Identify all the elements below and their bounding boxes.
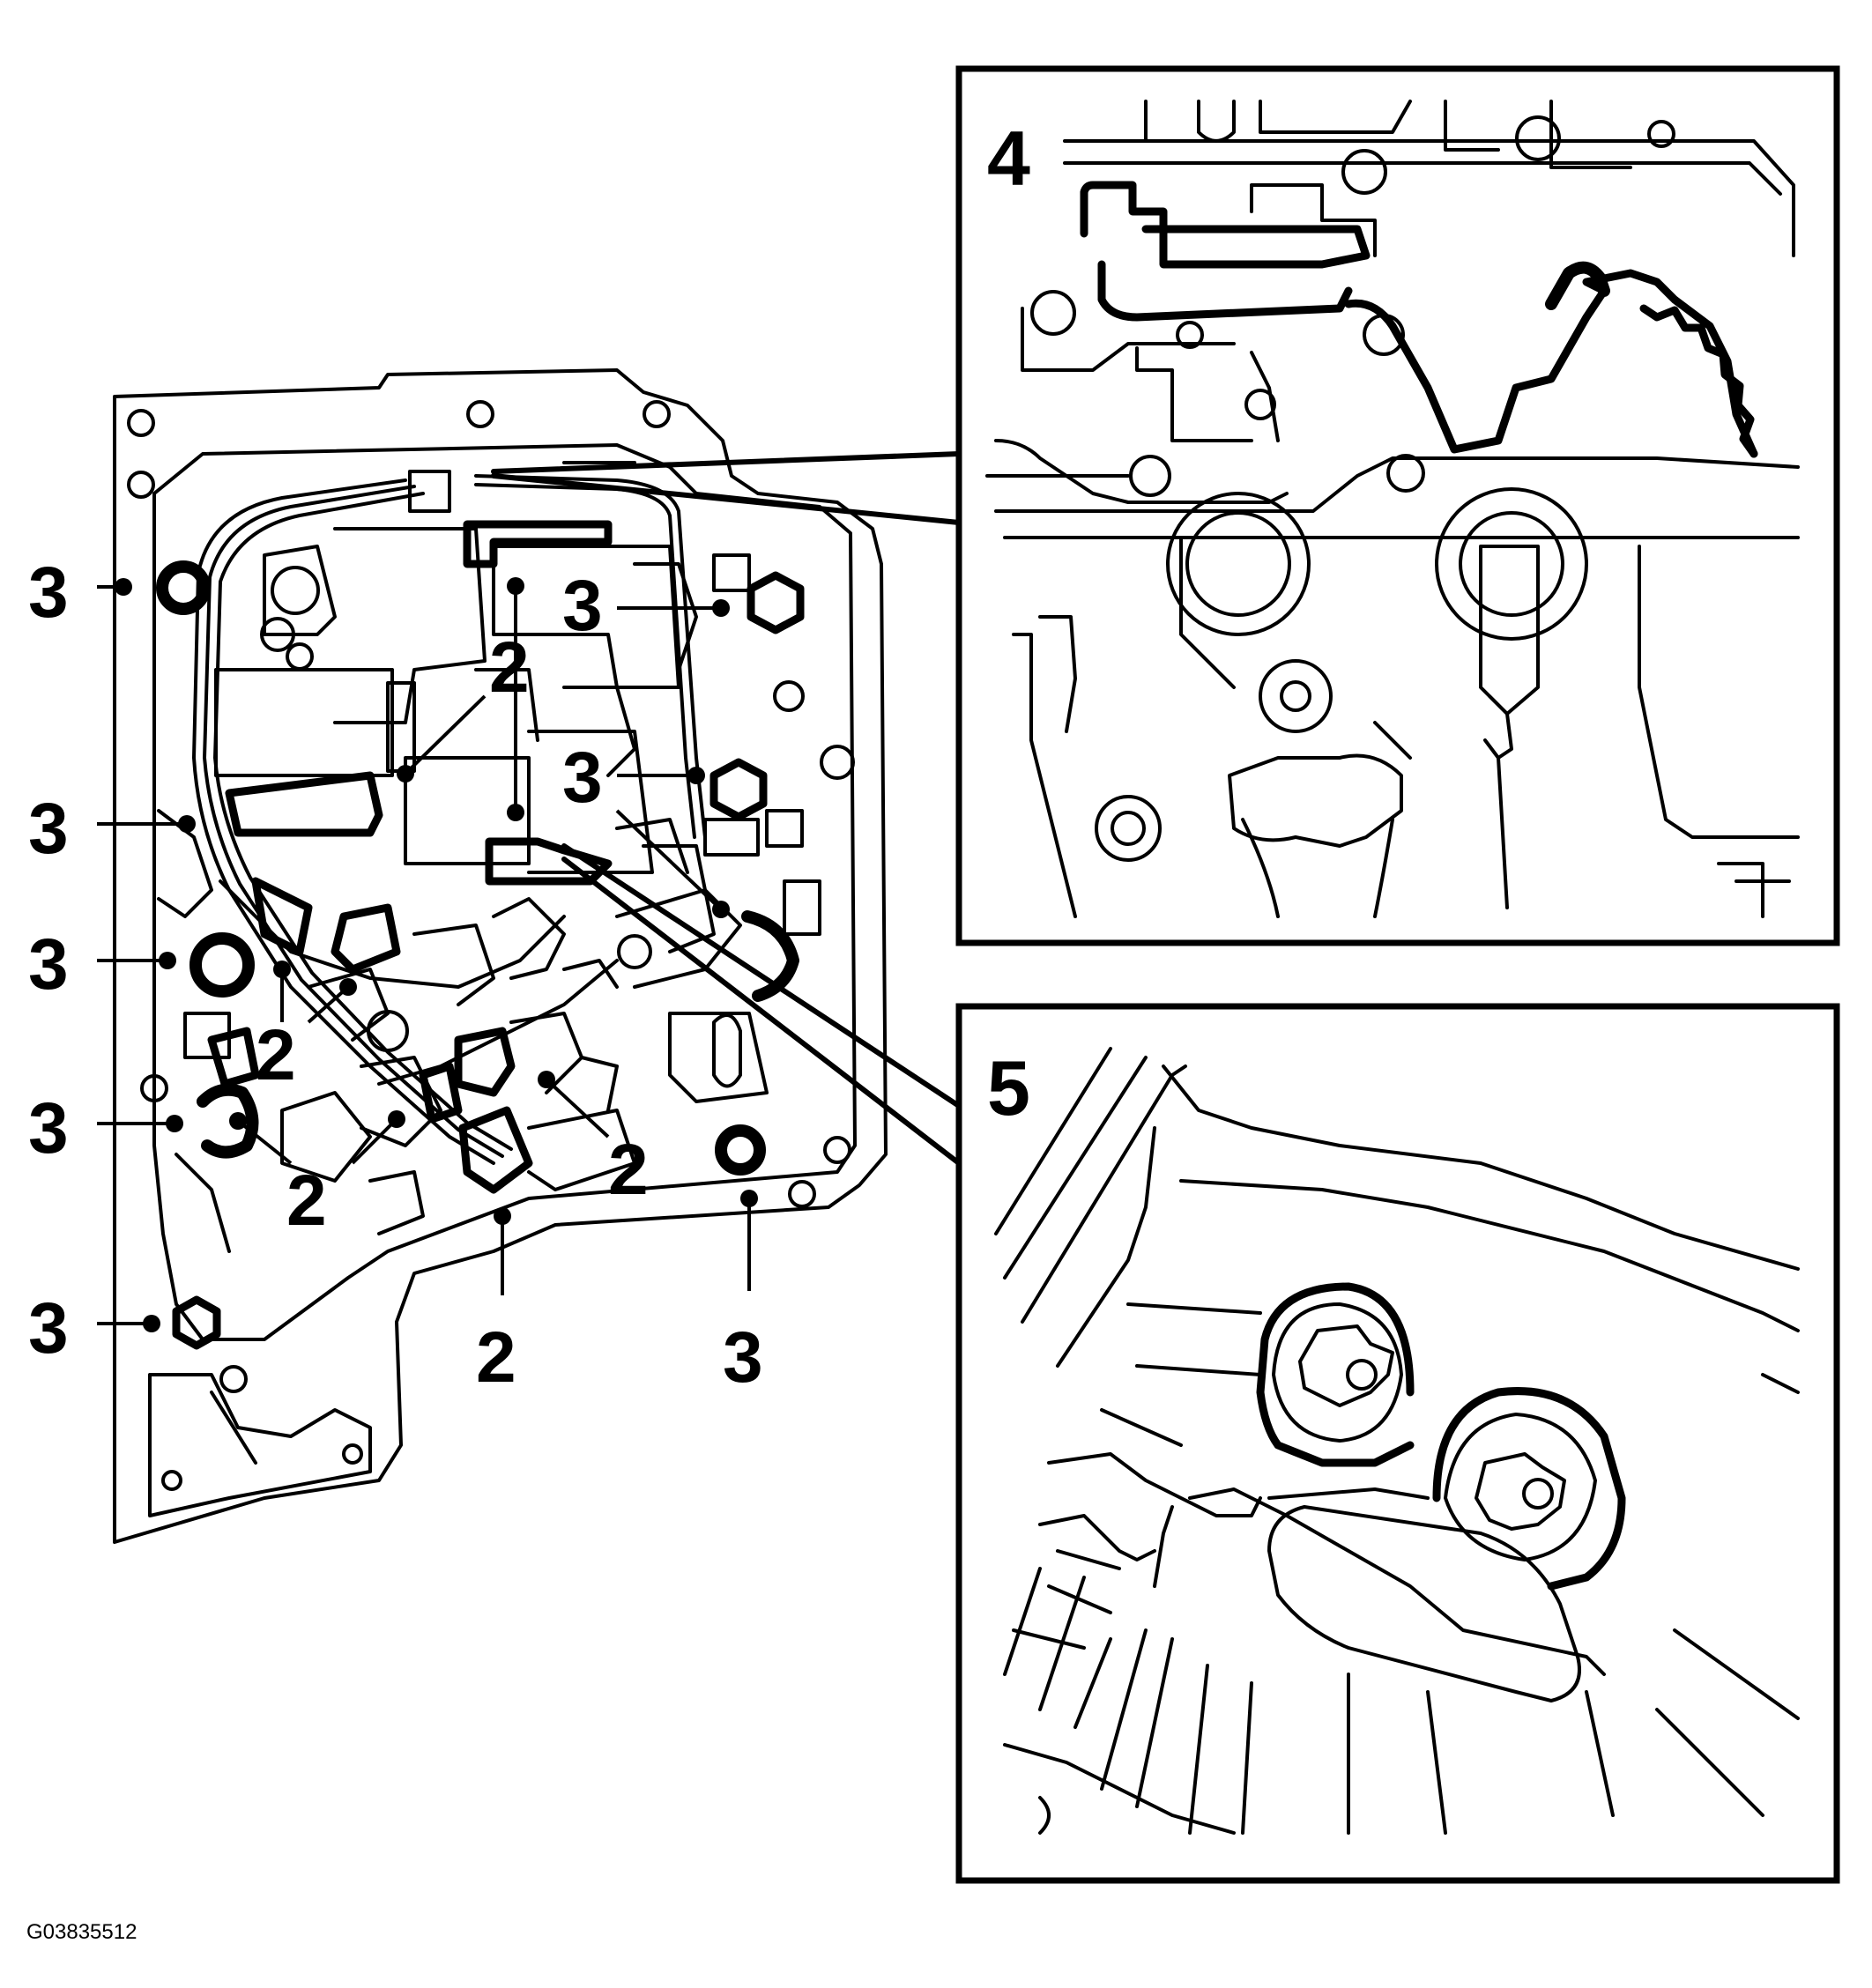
valve-body-main-view xyxy=(113,368,888,1544)
callout-leaders xyxy=(97,577,758,1332)
detail-4-label: 4 xyxy=(987,115,1030,202)
callout-bolt: 3 xyxy=(28,1088,69,1168)
callout-bolt: 3 xyxy=(28,789,69,869)
detail-5-inset: 5 xyxy=(955,1003,1840,1884)
plate-holes xyxy=(127,400,855,1491)
callout-connector: 2 xyxy=(489,627,530,708)
bolt-heads xyxy=(156,560,805,1350)
connectors xyxy=(207,520,613,1194)
callout-bolt: 3 xyxy=(28,1288,69,1369)
zoom-connectors xyxy=(491,451,962,1166)
detail-5-label: 5 xyxy=(987,1044,1030,1131)
callout-bolt: 3 xyxy=(562,566,603,646)
figure-id: G03835512 xyxy=(26,1920,137,1944)
callout-bolt: 3 xyxy=(28,924,69,1005)
callout-numbers: 3 3 3 3 3 3 3 3 2 2 2 2 2 xyxy=(28,553,763,1398)
callout-connector: 2 xyxy=(286,1161,327,1241)
callout-connector: 2 xyxy=(476,1317,516,1398)
callout-bolt: 3 xyxy=(28,553,69,633)
detail-4-inset: 4 xyxy=(955,65,1840,946)
callout-bolt: 3 xyxy=(562,738,603,818)
callout-connector: 2 xyxy=(608,1130,649,1210)
callout-connector: 2 xyxy=(256,1015,296,1095)
callout-bolt: 3 xyxy=(723,1317,763,1398)
